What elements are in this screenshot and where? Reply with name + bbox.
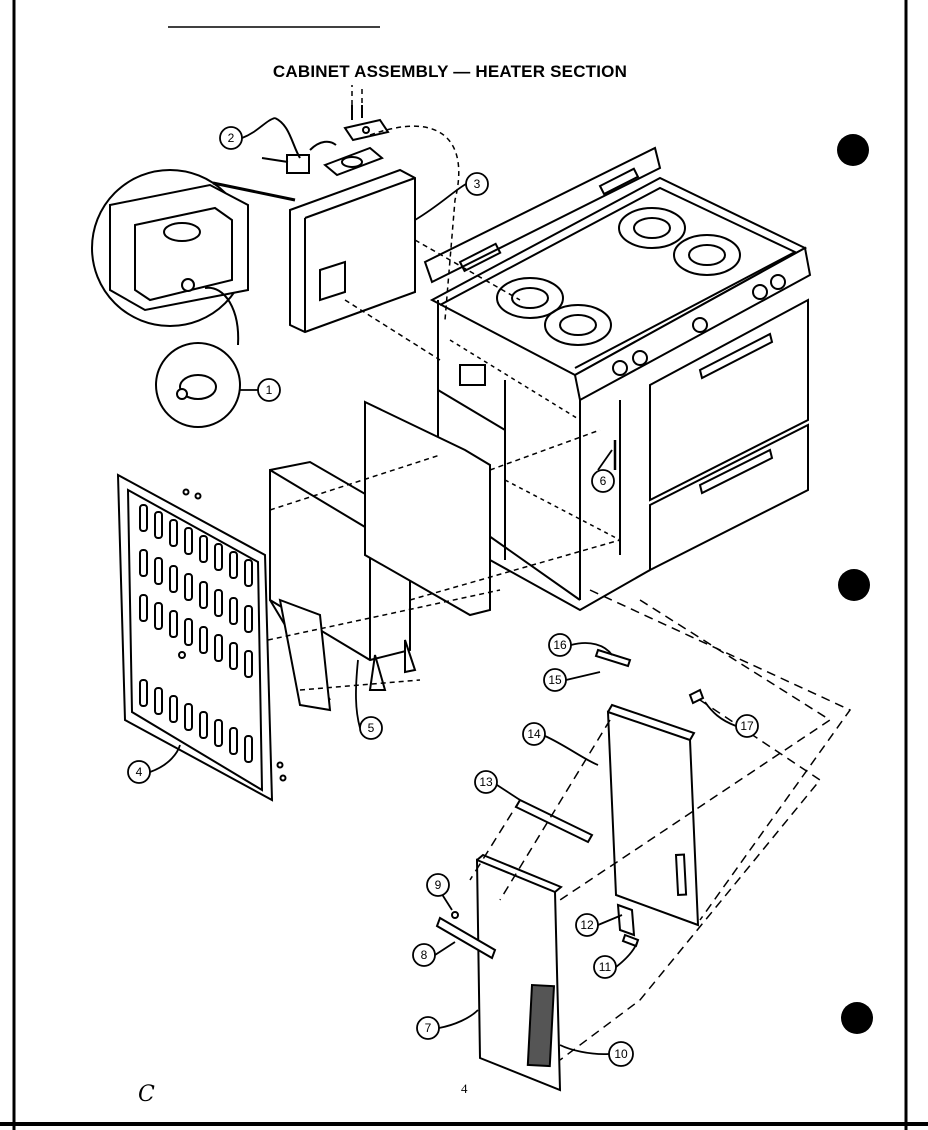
small-hardware: [594, 648, 705, 948]
callout-16: 16: [548, 633, 613, 657]
svg-text:7: 7: [425, 1021, 432, 1035]
callout-2: 2: [219, 117, 276, 150]
svg-text:4: 4: [136, 765, 143, 779]
callout-3: 3: [414, 172, 489, 221]
assembly-lines-lower: [469, 589, 852, 1061]
svg-text:8: 8: [421, 948, 428, 962]
svg-text:2: 2: [228, 131, 235, 145]
callout-14: 14: [522, 722, 599, 766]
svg-text:15: 15: [548, 673, 562, 687]
callout-6: 6: [591, 449, 615, 493]
callout-15: 15: [543, 668, 601, 692]
svg-text:14: 14: [527, 727, 541, 741]
louver-slots: [139, 504, 253, 763]
svg-text:5: 5: [368, 721, 375, 735]
callout-1: 1: [240, 378, 281, 402]
svg-text:1: 1: [266, 383, 273, 397]
handwritten-mark: C: [138, 1082, 155, 1107]
range-body: [423, 146, 812, 612]
assembly-lines-middle: [267, 429, 621, 691]
detail-magnifier: [91, 169, 296, 428]
page-number: 4: [461, 1081, 468, 1096]
binder-holes: [837, 134, 873, 1034]
part-7-front-panel: [435, 853, 563, 1092]
svg-text:12: 12: [580, 918, 594, 932]
svg-text:13: 13: [479, 775, 493, 789]
svg-text:16: 16: [553, 638, 567, 652]
burner-grates: [496, 207, 741, 346]
control-knobs: [612, 274, 786, 376]
callout-10: 10: [559, 1041, 634, 1067]
part-14-side-panel: [606, 703, 700, 937]
svg-text:3: 3: [474, 177, 481, 191]
part-3-heater-box: [261, 105, 416, 334]
page-title: CABINET ASSEMBLY — HEATER SECTION: [272, 62, 628, 81]
svg-text:6: 6: [600, 474, 607, 488]
callout-11: 11: [593, 939, 639, 979]
callout-17: 17: [704, 701, 759, 738]
callout-13: 13: [474, 770, 521, 801]
callout-4: 4: [127, 744, 181, 784]
callout-5: 5: [355, 659, 383, 740]
svg-text:11: 11: [599, 960, 612, 974]
callout-9: 9: [426, 873, 453, 911]
part-5-housing: [269, 400, 491, 712]
callout-12: 12: [575, 913, 623, 937]
callout-7: 7: [416, 1009, 479, 1040]
svg-text:10: 10: [614, 1047, 628, 1061]
svg-text:9: 9: [435, 878, 442, 892]
callout-bubbles: 1 2 3 4 5 6 7 8 9 10 11 12 13 14 15 16 1…: [127, 117, 759, 1067]
svg-text:17: 17: [740, 719, 754, 733]
callout-8: 8: [412, 941, 456, 967]
part-13-rail: [514, 798, 594, 844]
part-4-louvered-panel: [116, 473, 287, 802]
